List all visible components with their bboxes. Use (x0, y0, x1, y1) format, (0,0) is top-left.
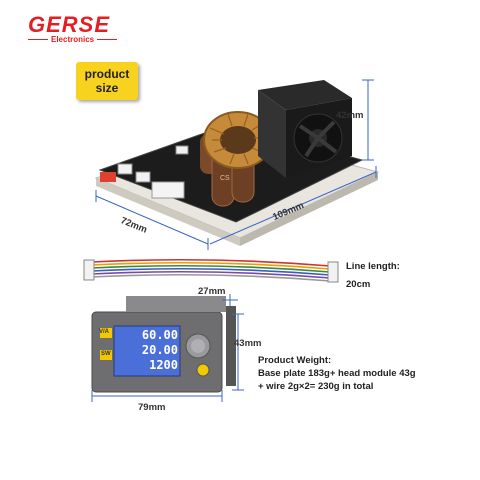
cable-connector-left (83, 259, 95, 281)
product-size-badge: product size (76, 62, 138, 100)
brand-tagline: Electronics (51, 35, 95, 44)
weight-line1: Base plate 183g+ head module 43g (258, 368, 416, 379)
rainbow-cable (91, 258, 331, 282)
module-depth-label: 27mm (198, 286, 226, 297)
cap-mark: CS (220, 175, 230, 182)
va-button-label: V/A (99, 329, 110, 335)
connector-white-2 (135, 171, 151, 183)
weight-line2: + wire 2g×2= 230g in total (258, 381, 374, 392)
lcd-power: 1200 (149, 358, 178, 372)
fan-blades (298, 120, 338, 158)
lcd-screen (113, 325, 181, 377)
lcd-readout: 60.00 20.00 1200 (116, 328, 178, 373)
brand-name: GERSE (28, 12, 111, 37)
lcd-current: 20.00 (141, 343, 178, 357)
heatsink-top (258, 80, 352, 110)
board-base-side-right (240, 172, 378, 246)
module-width-label: 79mm (138, 402, 166, 413)
board-base-side (96, 178, 240, 246)
rotary-knob-inner (191, 339, 205, 353)
weight-title: Product Weight: (258, 355, 332, 366)
width-dimension (95, 190, 209, 250)
module-height-label: 43mm (234, 338, 262, 349)
badge-line1: product (84, 67, 130, 81)
cable-length-title: Line length: (346, 261, 400, 272)
sw-button-label: SW (101, 351, 111, 357)
length-dimension (209, 166, 377, 245)
connector-white-1 (117, 163, 133, 175)
module-height-dimension (232, 313, 244, 391)
terminal-block (151, 181, 185, 199)
heatsink-side (258, 90, 286, 178)
lcd-voltage: 60.00 (141, 328, 178, 342)
badge-line2: size (95, 81, 119, 95)
board-height-label: 42mm (336, 110, 364, 121)
height-dimension (362, 79, 374, 161)
power-button (196, 363, 210, 377)
display-module-top (126, 296, 226, 312)
display-module-side (226, 306, 236, 386)
cable-connector-right (327, 261, 339, 283)
sw-button (100, 350, 112, 360)
switch-red (100, 172, 116, 182)
va-button (100, 328, 112, 338)
connector-white-3 (175, 145, 189, 155)
toroid-hole (220, 126, 256, 154)
module-depth-dimension (222, 294, 238, 306)
module-width-dimension (91, 390, 223, 402)
brand-logo: GERSE Electronics (28, 12, 128, 48)
cable-length-value: 20cm (346, 279, 371, 290)
